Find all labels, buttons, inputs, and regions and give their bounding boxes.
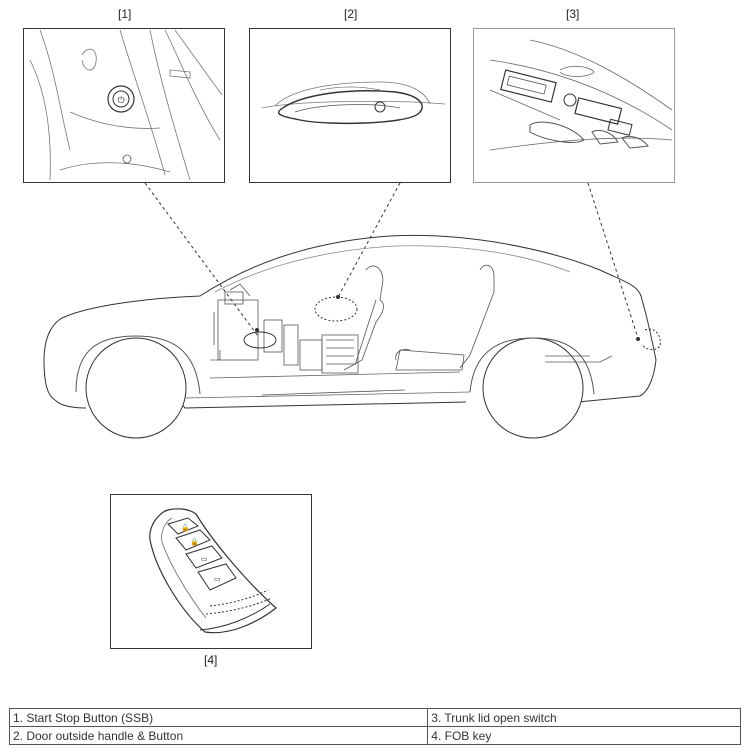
leader-lines: [144, 182, 639, 339]
legend-cell: 2. Door outside handle & Button: [8, 726, 429, 745]
svg-text:▭: ▭: [214, 575, 221, 583]
legend-row: 2. Door outside handle & Button 4. FOB k…: [8, 726, 741, 745]
callout-3: [3]: [566, 7, 580, 21]
legend-cell: 3. Trunk lid open switch: [427, 708, 741, 727]
svg-text:🔒: 🔒: [190, 538, 199, 546]
legend-table: 1. Start Stop Button (SSB) 3. Trunk lid …: [8, 708, 741, 745]
detail-box-ssb: ⏻: [23, 28, 225, 183]
legend-cell: 4. FOB key: [427, 726, 741, 745]
svg-text:⏻: ⏻: [117, 95, 124, 105]
vehicle-interior: [210, 264, 613, 396]
callout-2: [2]: [344, 7, 358, 21]
detail-box-door-handle: [249, 28, 451, 183]
component-location-diagram: ⏻: [23, 28, 675, 649]
location-markers: [314, 296, 661, 351]
legend-row: 1. Start Stop Button (SSB) 3. Trunk lid …: [8, 708, 741, 727]
callout-1: [1]: [118, 7, 132, 21]
svg-text:▭: ▭: [201, 555, 208, 563]
detail-box-fob-key: 🔓 🔒 ▭ ▭: [110, 494, 312, 649]
detail-box-trunk-switch: [473, 28, 675, 183]
vehicle-side-view: [43, 234, 657, 439]
svg-text:🔓: 🔓: [181, 523, 190, 532]
callout-4: [4]: [204, 653, 218, 667]
legend-cell: 1. Start Stop Button (SSB): [8, 708, 429, 727]
